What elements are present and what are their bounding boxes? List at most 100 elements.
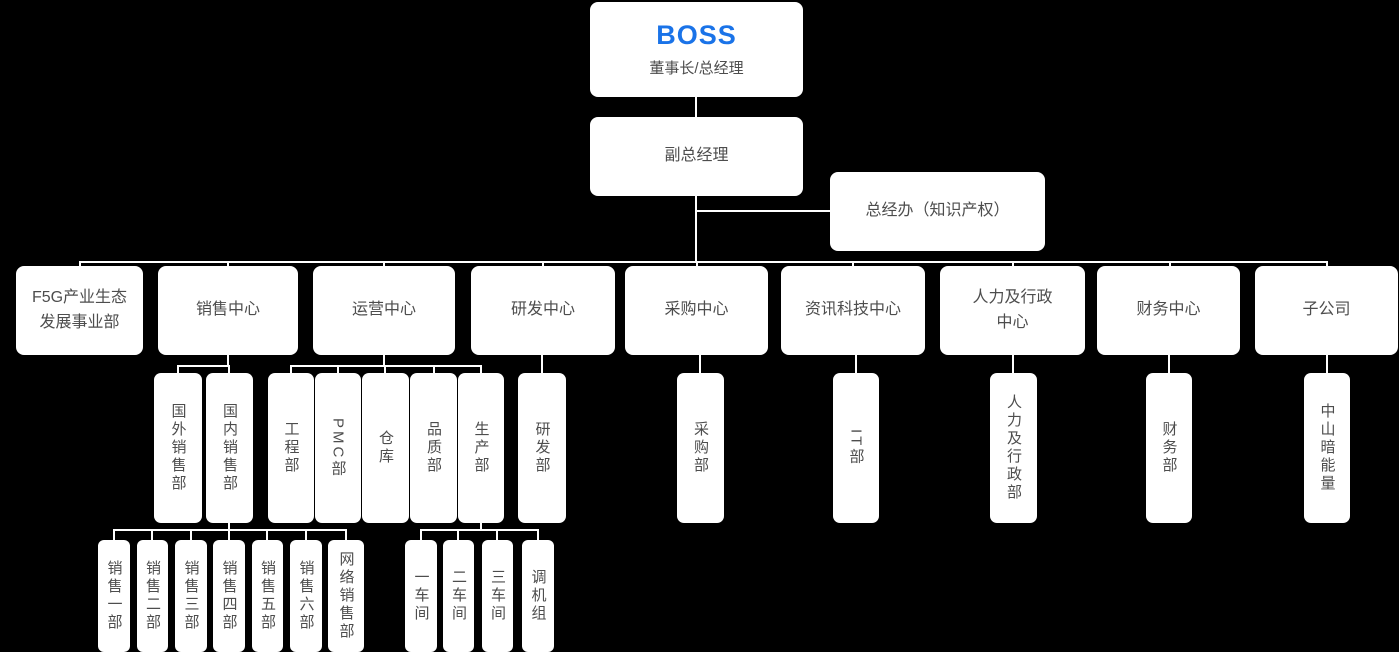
node-engineering-dept: 工程部 xyxy=(268,373,314,523)
connector xyxy=(480,365,482,374)
node-online-sales-dept: 网络销售部 xyxy=(328,540,364,652)
connector xyxy=(541,355,543,375)
node-hr-admin-center: 人力及行政 中心 xyxy=(940,266,1085,355)
node-production-dept: 生产部 xyxy=(458,373,504,523)
node-label: 销售二部 xyxy=(144,560,161,632)
node-label: 采购中心 xyxy=(664,301,729,319)
connector xyxy=(855,355,857,375)
connector xyxy=(79,261,1328,263)
connector xyxy=(696,261,698,268)
connector xyxy=(1169,261,1171,268)
node-label: 一车间 xyxy=(412,569,430,623)
node-subsidiaries: 子公司 xyxy=(1255,266,1398,355)
node-sales-team-4: 销售四部 xyxy=(213,540,245,652)
connector xyxy=(1012,355,1014,375)
node-label: 生产部 xyxy=(472,421,490,475)
connector xyxy=(228,523,230,531)
node-procurement-center: 采购中心 xyxy=(625,266,768,355)
node-operations-center: 运营中心 xyxy=(313,266,455,355)
node-label: 销售四部 xyxy=(220,560,238,632)
node-it-dept: IT部 xyxy=(833,373,879,523)
node-general-office: 总经办（知识产权） xyxy=(830,172,1045,251)
connector xyxy=(496,529,498,541)
node-it-center: 资讯科技中心 xyxy=(781,266,925,355)
connector xyxy=(457,529,459,541)
boss-logo-text: BOSS xyxy=(656,20,737,51)
connector xyxy=(1326,261,1328,268)
connector xyxy=(537,529,539,541)
node-label: 财务中心 xyxy=(1136,301,1201,319)
node-machine-adjustment-team: 调机组 xyxy=(522,540,554,652)
connector xyxy=(290,365,482,367)
node-label: 人力及行政部 xyxy=(1005,394,1022,502)
node-label: 品质部 xyxy=(425,421,442,475)
connector xyxy=(384,365,386,374)
connector xyxy=(227,355,229,367)
node-label: 调机组 xyxy=(529,569,547,623)
node-label: 三车间 xyxy=(489,569,506,623)
node-label: 销售六部 xyxy=(297,560,315,632)
connector xyxy=(1168,355,1170,375)
node-overseas-sales-dept: 国外销售部 xyxy=(154,373,202,523)
node-label: IT部 xyxy=(847,429,865,467)
node-label: 仓库 xyxy=(377,430,394,466)
node-label: 中山暗能量 xyxy=(1318,403,1336,493)
node-workshop-3: 三车间 xyxy=(482,540,513,652)
node-label: 国内销售部 xyxy=(221,403,238,493)
node-label: 总经办（知识产权） xyxy=(865,202,1010,220)
connector xyxy=(433,365,435,374)
node-label: F5G产业生态 发展事业部 xyxy=(31,288,128,331)
node-hr-admin-dept: 人力及行政部 xyxy=(990,373,1037,523)
node-label: 副总经理 xyxy=(664,147,729,165)
node-label: 人力及行政 中心 xyxy=(972,288,1053,331)
node-label: 二车间 xyxy=(450,569,467,623)
node-label: 工程部 xyxy=(282,421,300,475)
node-quality-dept: 品质部 xyxy=(410,373,457,523)
connector xyxy=(177,365,230,367)
connector xyxy=(699,355,701,375)
node-workshop-2: 二车间 xyxy=(443,540,474,652)
connector xyxy=(337,365,339,374)
connector xyxy=(1012,261,1014,268)
node-vice-president: 副总经理 xyxy=(590,117,803,196)
connector xyxy=(228,529,230,541)
connector xyxy=(852,261,854,268)
node-label: 研发部 xyxy=(533,421,551,475)
node-boss: BOSS 董事长/总经理 xyxy=(590,2,803,97)
node-sales-team-5: 销售五部 xyxy=(252,540,283,652)
node-label: 子公司 xyxy=(1302,301,1351,319)
node-sales-center: 销售中心 xyxy=(158,266,298,355)
connector xyxy=(228,365,230,374)
connector xyxy=(695,210,831,212)
connector xyxy=(227,261,229,268)
node-label: 网络销售部 xyxy=(337,551,355,641)
connector xyxy=(695,96,697,118)
node-finance-dept: 财务部 xyxy=(1146,373,1192,523)
node-zhongshan-subsidiary: 中山暗能量 xyxy=(1304,373,1350,523)
node-sales-team-2: 销售二部 xyxy=(137,540,168,652)
node-f5g-division: F5G产业生态 发展事业部 xyxy=(16,266,143,355)
node-workshop-1: 一车间 xyxy=(405,540,437,652)
node-sales-team-1: 销售一部 xyxy=(98,540,130,652)
node-finance-center: 财务中心 xyxy=(1097,266,1240,355)
node-procurement-dept: 采购部 xyxy=(677,373,724,523)
node-label: 销售中心 xyxy=(195,301,260,319)
node-label: 采购部 xyxy=(692,421,709,475)
node-label: 研发中心 xyxy=(510,301,575,319)
connector xyxy=(695,196,697,263)
node-rnd-center: 研发中心 xyxy=(471,266,615,355)
node-label: 销售五部 xyxy=(259,560,276,632)
boss-title: 董事长/总经理 xyxy=(649,59,744,77)
node-label: 销售一部 xyxy=(105,560,123,632)
connector xyxy=(177,365,179,374)
node-rnd-dept: 研发部 xyxy=(518,373,566,523)
connector xyxy=(383,355,385,367)
node-sales-team-3: 销售三部 xyxy=(175,540,207,652)
connector xyxy=(420,529,539,531)
connector xyxy=(420,529,422,541)
node-domestic-sales-dept: 国内销售部 xyxy=(206,373,253,523)
connector xyxy=(190,529,192,541)
node-label: 国外销售部 xyxy=(169,403,187,493)
connector xyxy=(1326,355,1328,375)
